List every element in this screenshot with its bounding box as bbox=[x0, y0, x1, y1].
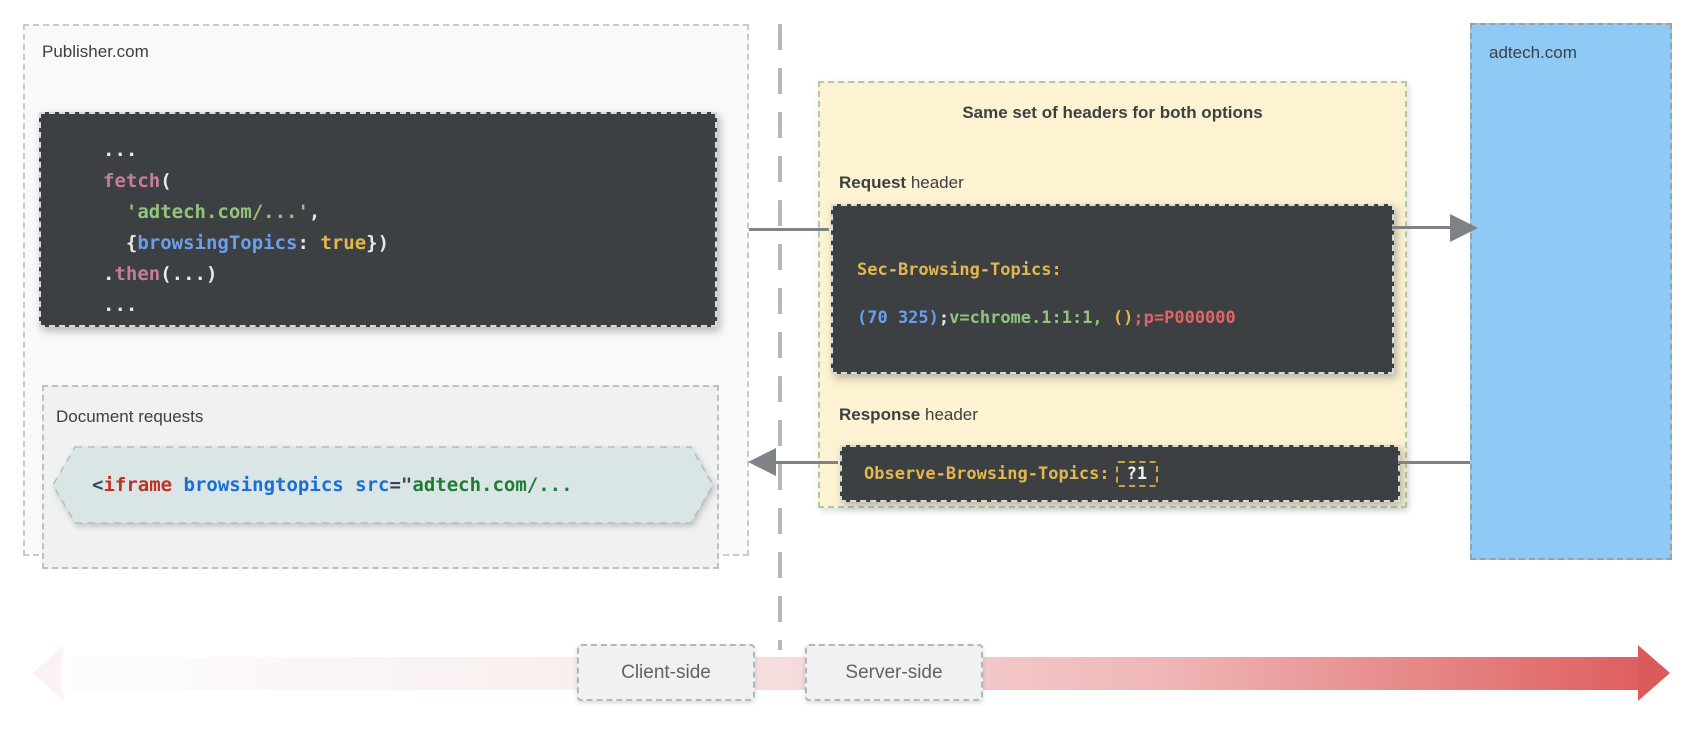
headers-panel-title: Same set of headers for both options bbox=[962, 103, 1263, 122]
iframe-snippet-hexagon: <iframe browsingtopics src="adtech.com/.… bbox=[52, 446, 714, 524]
request-flow-line-right bbox=[1392, 226, 1452, 229]
request-header-name: Sec-Browsing-Topics: bbox=[857, 260, 1062, 280]
response-header-name: Observe-Browsing-Topics: bbox=[864, 463, 1110, 484]
headers-panel: Same set of headers for both options Req… bbox=[818, 81, 1407, 508]
response-header-value-chip: ?1 bbox=[1115, 460, 1159, 487]
server-side-label: Server-side bbox=[845, 661, 943, 683]
document-requests-box: Document requests <iframe browsingtopics… bbox=[42, 385, 719, 569]
publisher-box: Publisher.com ... fetch( 'adtech.com/...… bbox=[23, 24, 749, 569]
adtech-box: adtech.com bbox=[1470, 23, 1672, 560]
client-side-label: Client-side bbox=[621, 661, 711, 683]
response-header-label-bold: Response bbox=[839, 405, 921, 424]
server-side-badge: Server-side bbox=[805, 644, 983, 701]
publisher-label: Publisher.com bbox=[42, 42, 149, 61]
code-line: fetch( bbox=[103, 170, 172, 192]
code-line: 'adtech.com/...', bbox=[125, 201, 321, 223]
client-side-badge: Client-side bbox=[577, 644, 755, 701]
adtech-label: adtech.com bbox=[1489, 43, 1577, 62]
client-server-separator bbox=[778, 24, 782, 650]
document-requests-label: Document requests bbox=[56, 407, 204, 426]
code-line: .then(...) bbox=[103, 263, 218, 285]
code-line: ... bbox=[103, 294, 138, 316]
response-header-label: Response header bbox=[839, 405, 978, 425]
request-arrowhead-icon bbox=[1450, 214, 1478, 242]
response-header-label-rest: header bbox=[924, 405, 978, 424]
request-header-label: Request header bbox=[839, 173, 964, 193]
request-header-label-bold: Request bbox=[839, 173, 907, 192]
request-header-value: (70 325);v=chrome.1:1:1, ();p=P000000 bbox=[857, 308, 1236, 328]
iframe-code-line: <iframe browsingtopics src="adtech.com/.… bbox=[92, 474, 573, 496]
code-line: {browsingTopics: true}) bbox=[103, 232, 390, 254]
code-line: ... bbox=[103, 139, 138, 161]
hexagon-shape-icon bbox=[52, 446, 714, 524]
request-header-label-rest: header bbox=[910, 173, 964, 192]
response-flow-line-left bbox=[774, 461, 838, 464]
response-arrowhead-icon bbox=[748, 448, 776, 476]
response-flow-line-right bbox=[1398, 461, 1470, 464]
response-header-block: Observe-Browsing-Topics: ?1 bbox=[840, 445, 1400, 502]
request-header-block: Sec-Browsing-Topics: (70 325);v=chrome.1… bbox=[831, 204, 1394, 374]
fetch-code-block: ... fetch( 'adtech.com/...', {browsingTo… bbox=[39, 112, 717, 327]
request-flow-line-left bbox=[749, 228, 829, 231]
timeline-left-arrowhead-icon bbox=[33, 645, 63, 701]
timeline-right-arrowhead-icon bbox=[1638, 645, 1670, 701]
